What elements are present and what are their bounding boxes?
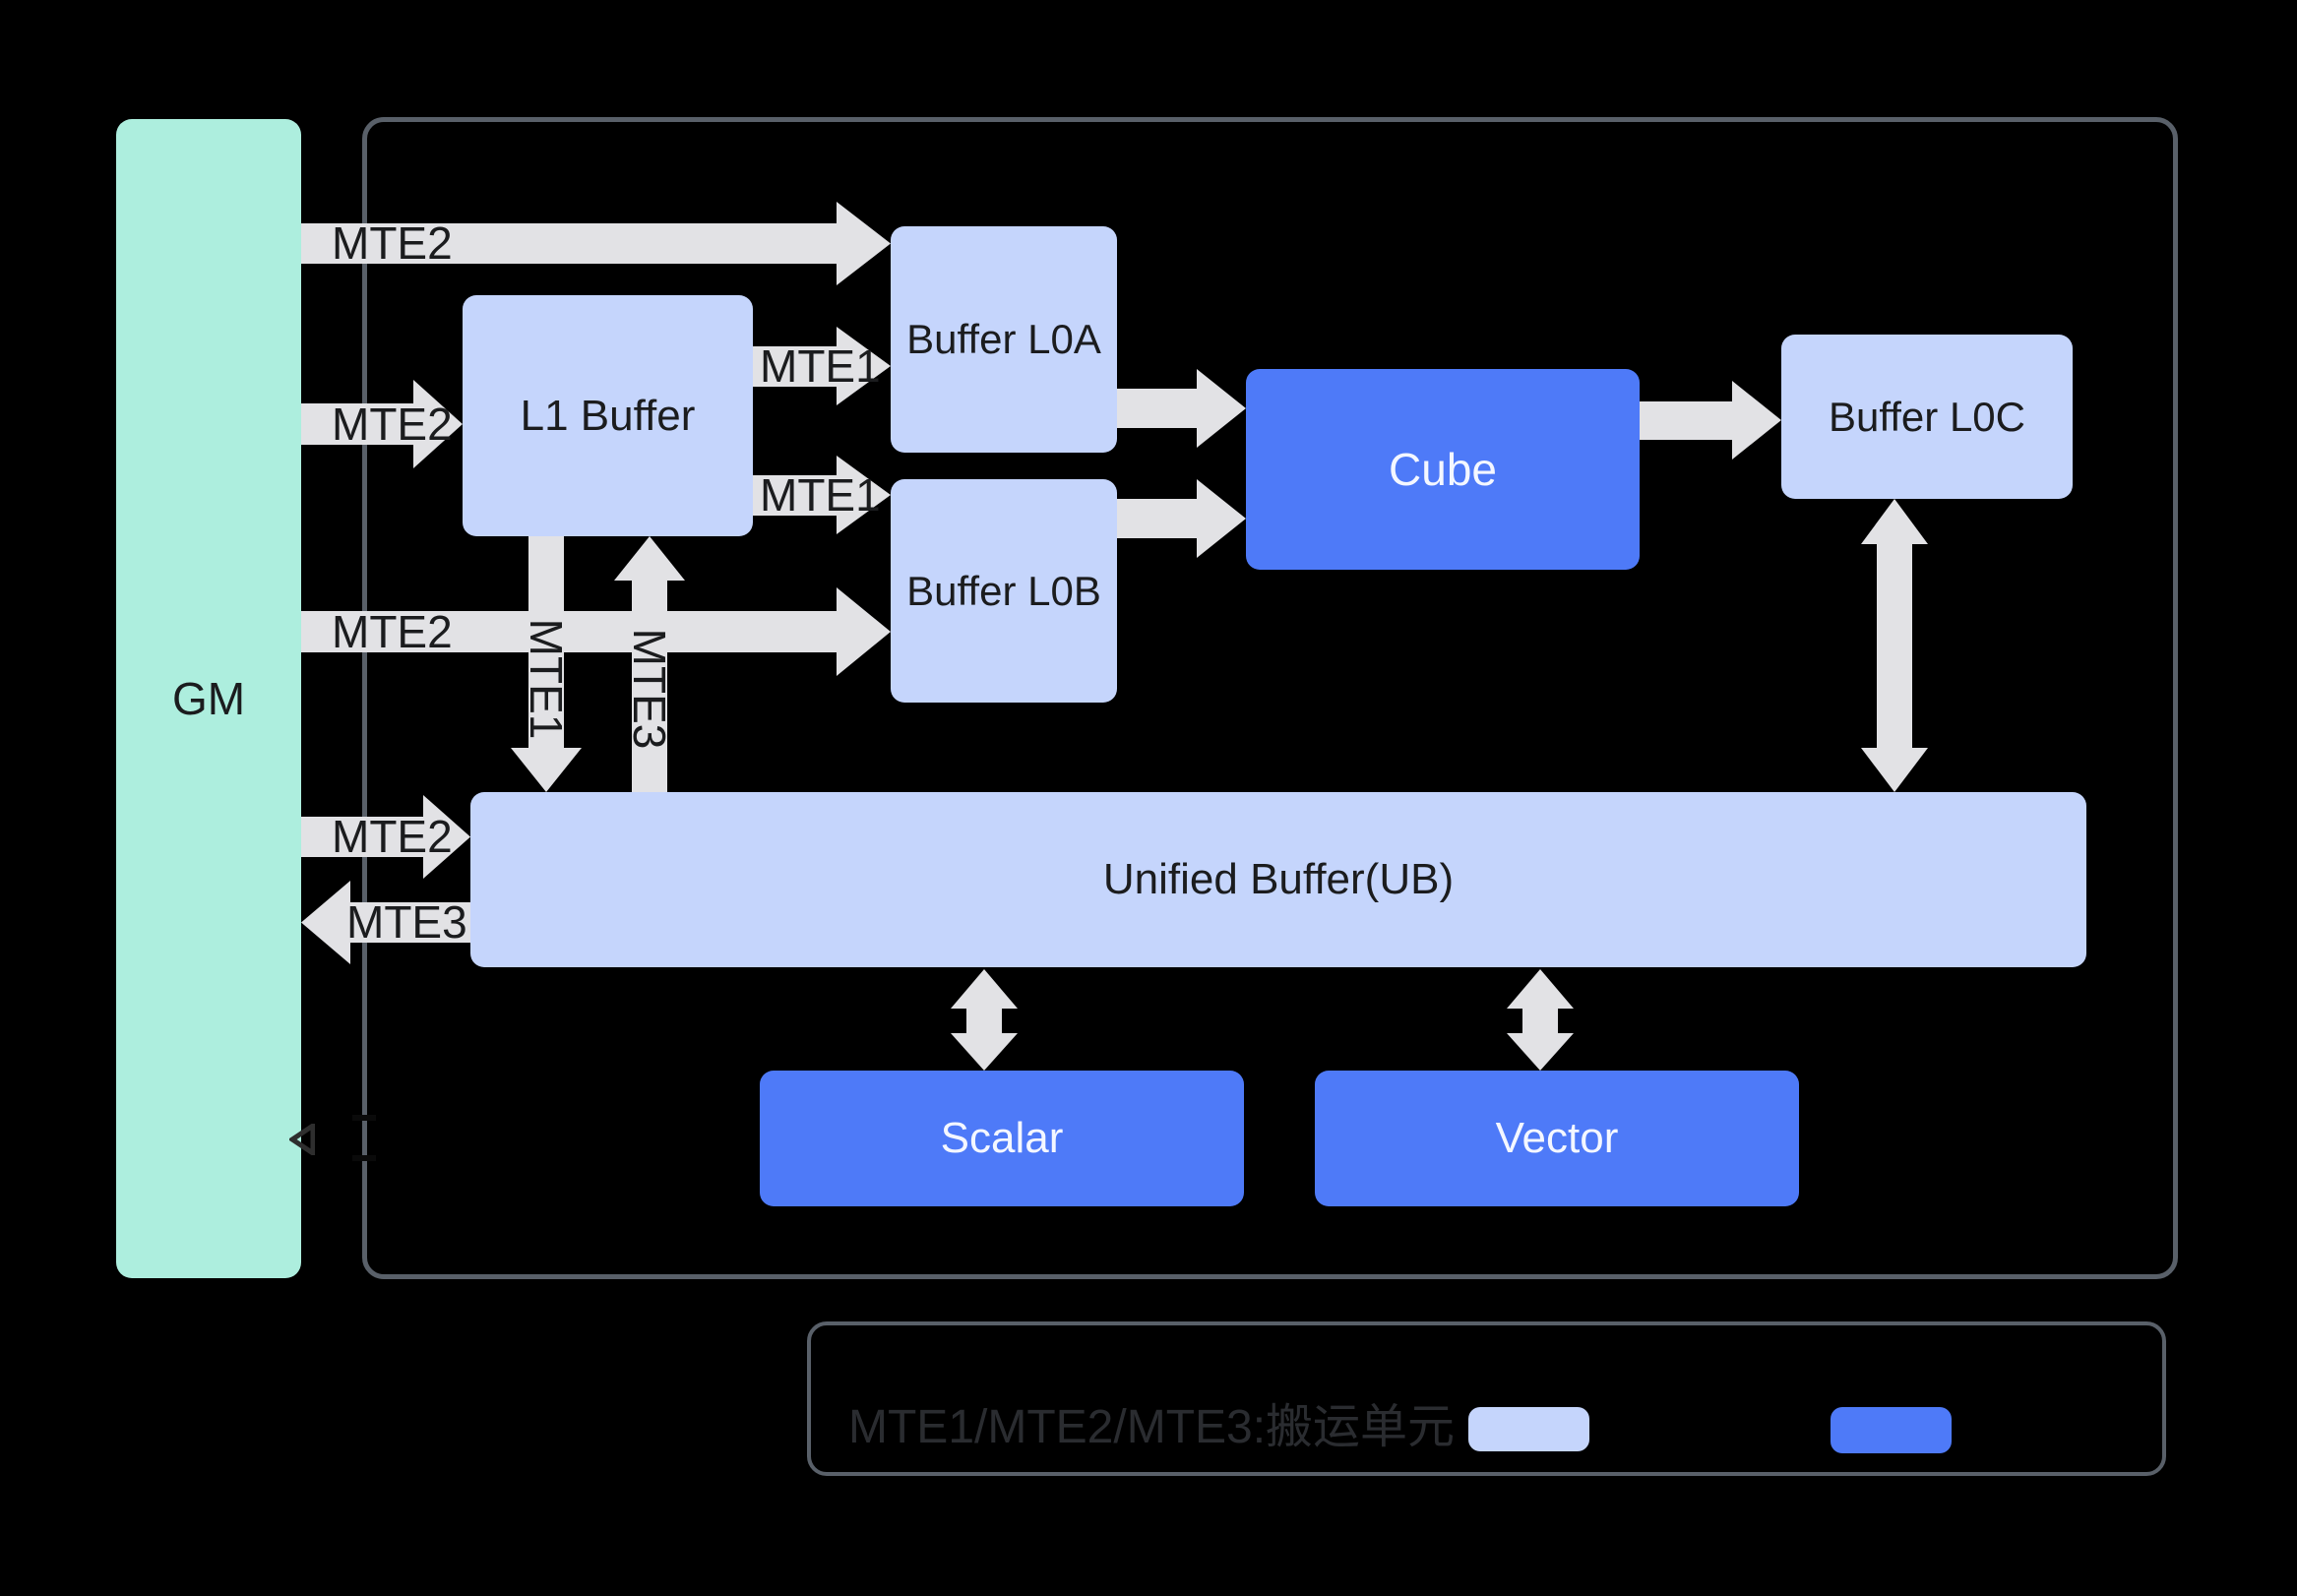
vector-label: Vector: [1495, 1114, 1619, 1162]
mte2-arrow-gm-to-ub: [301, 817, 423, 857]
buffer-l0c-label: Buffer L0C: [1828, 393, 2025, 440]
arrow-l0b-to-cube: [1117, 499, 1197, 538]
frame-tick-mark: [352, 1155, 376, 1161]
scalar-label: Scalar: [940, 1114, 1064, 1162]
cube-block: Cube: [1246, 369, 1640, 570]
mte2-arrow-gm-to-l1: [301, 403, 413, 445]
l1-buffer-block: L1 Buffer: [463, 295, 753, 536]
vector-block: Vector: [1315, 1071, 1799, 1206]
mte1-label-l1-ub: MTE1: [521, 618, 572, 740]
gm-label: GM: [171, 673, 246, 724]
mte1-label-l1-l0b: MTE1: [760, 469, 881, 521]
buffer-l0a-label: Buffer L0A: [906, 316, 1101, 362]
mte2-label-gm-l1: MTE2: [332, 399, 453, 450]
mte2-label-gm-ub: MTE2: [332, 811, 453, 862]
arrow-cube-to-l0c: [1640, 401, 1732, 440]
buffer-l0c-block: Buffer L0C: [1781, 335, 2073, 499]
buffer-l0a-block: Buffer L0A: [891, 226, 1117, 453]
legend-box: [807, 1321, 2166, 1476]
mte2-label-gm-l0b: MTE2: [332, 606, 453, 657]
gm-block: GM: [116, 119, 301, 1278]
arrow-ub-scalar: [966, 1007, 1002, 1035]
mte1-arrow-l1-to-l0a: [753, 346, 837, 387]
mte3-label-ub-l1: MTE3: [624, 628, 675, 750]
unified-buffer-block: Unified Buffer(UB): [470, 792, 2086, 967]
mte3-arrow-ub-to-gm: [350, 902, 470, 943]
frame-tick-mark: [352, 1115, 376, 1121]
legend-dark-swatch: [1831, 1407, 1952, 1453]
arrowhead-left-icon: [301, 881, 350, 964]
arrow-l0a-to-cube: [1117, 389, 1197, 428]
mte1-arrow-l1-to-ub: [528, 536, 564, 748]
arrow-l0c-ub: [1877, 542, 1912, 750]
legend-light-swatch: [1468, 1407, 1589, 1451]
small-left-arrow-icon: [289, 1124, 315, 1155]
mte3-label-ub-gm: MTE3: [346, 896, 467, 948]
mte3-arrow-ub-to-l1: [632, 581, 667, 792]
buffer-l0b-block: Buffer L0B: [891, 479, 1117, 703]
arrow-ub-vector: [1522, 1007, 1558, 1035]
mte2-arrow-gm-to-l0b: [301, 611, 837, 652]
ai-core-frame: [362, 117, 2178, 1279]
mte2-arrow-gm-to-l0a: [301, 223, 837, 264]
legend-caption: MTE1/MTE2/MTE3:搬运单元: [848, 1401, 1456, 1453]
mte2-label-gm-l0a: MTE2: [332, 217, 453, 269]
l1-buffer-label: L1 Buffer: [520, 391, 696, 440]
mte1-label-l1-l0a: MTE1: [760, 340, 881, 392]
scalar-block: Scalar: [760, 1071, 1244, 1206]
cube-label: Cube: [1389, 444, 1497, 495]
unified-buffer-label: Unified Buffer(UB): [1102, 855, 1455, 903]
buffer-l0b-label: Buffer L0B: [906, 567, 1101, 614]
mte1-arrow-l1-to-l0b: [753, 475, 837, 516]
